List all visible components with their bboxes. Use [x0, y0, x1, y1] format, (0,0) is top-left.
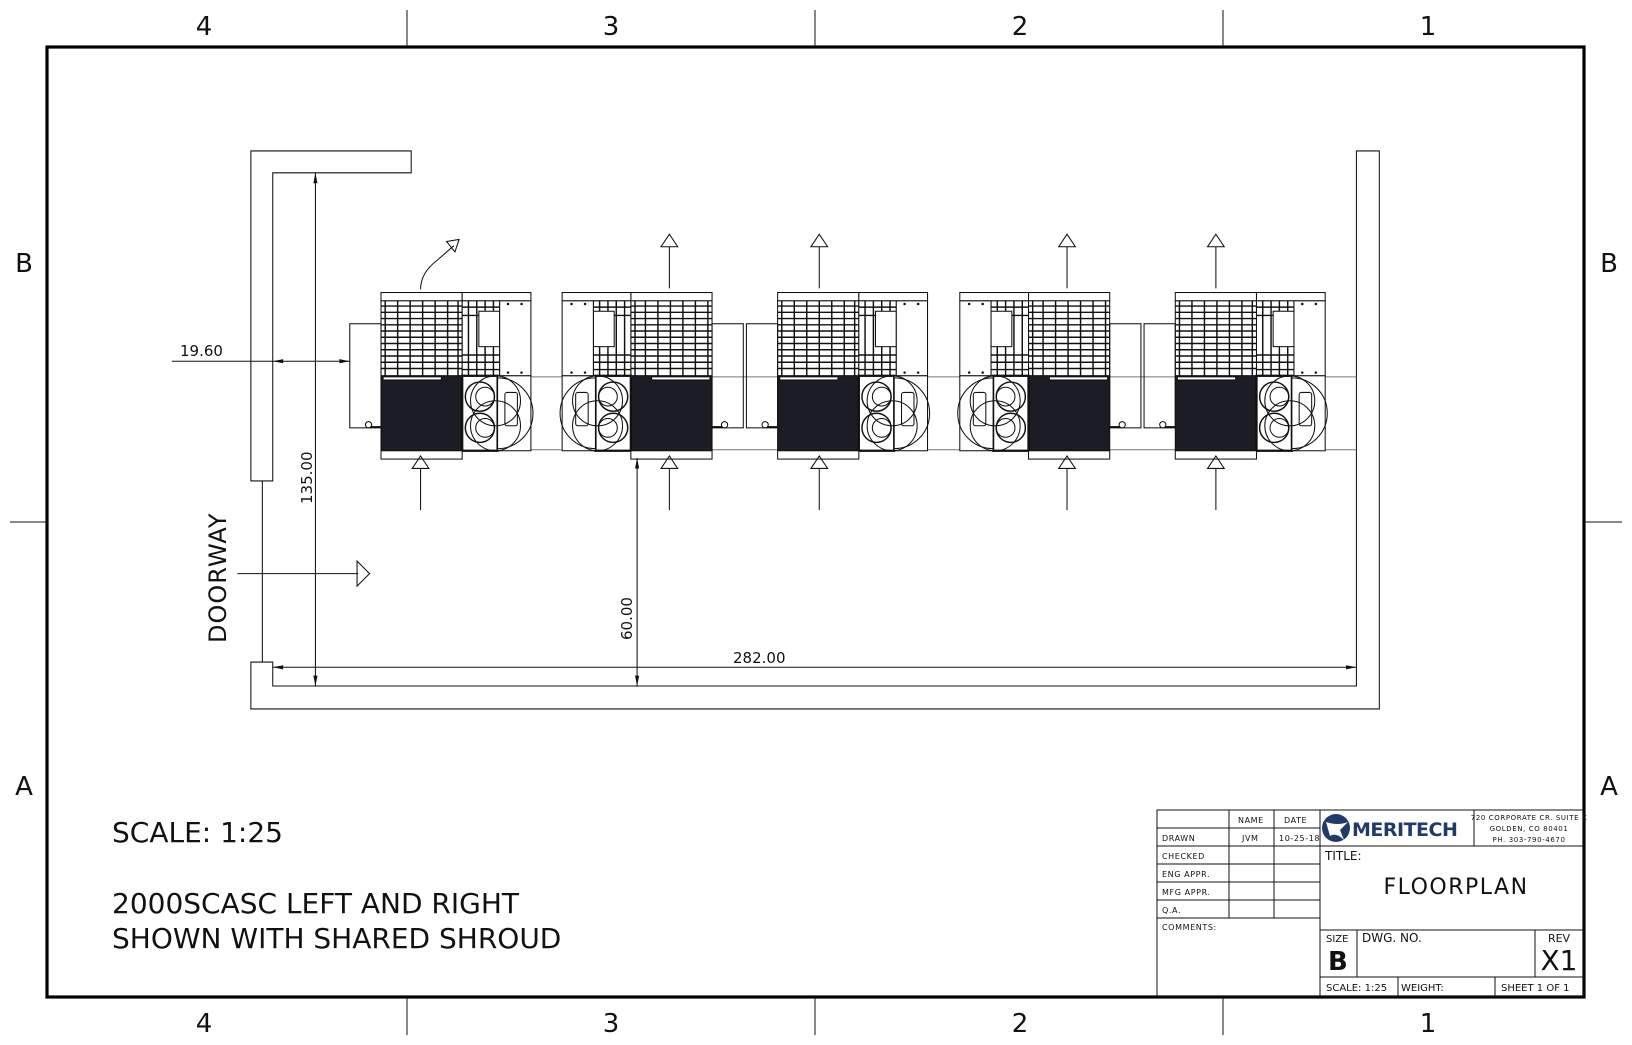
tb-row-date-drawn: 10-25-18	[1279, 834, 1320, 843]
dimension-room-width	[272, 665, 1357, 670]
company-name: MERITECH	[1352, 819, 1457, 841]
condenser-unit-1	[348, 291, 535, 461]
doorway-label: DOORWAY	[204, 512, 232, 643]
dimension-room-depth	[313, 172, 318, 687]
zone-label-bottom-3: 3	[603, 1009, 620, 1039]
meritech-logo-icon	[1322, 814, 1350, 842]
note-line-1: 2000SCASC LEFT AND RIGHT	[112, 887, 520, 920]
note-line-2: SHOWN WITH SHARED SHROUD	[112, 922, 561, 955]
tb-sheet: SHEET 1 OF 1	[1501, 983, 1570, 994]
zone-label-left-a: A	[15, 772, 33, 802]
zone-label-right-b: B	[1600, 249, 1618, 279]
title-block	[1156, 809, 1585, 998]
dim-text-left-clearance: 19.60	[180, 342, 223, 360]
zone-label-bottom-1: 1	[1420, 1009, 1437, 1039]
dimension-left-clearance	[171, 359, 350, 364]
dim-text-room-width: 282.00	[733, 649, 786, 667]
zone-label-left-b: B	[15, 249, 33, 279]
wall-bottom-right	[250, 150, 1380, 710]
condenser-unit-4	[956, 291, 1143, 461]
zone-label-bottom-2: 2	[1012, 1009, 1029, 1039]
size-value: B	[1328, 947, 1348, 977]
title-label: TITLE:	[1324, 849, 1362, 863]
zone-label-top-4: 4	[196, 12, 213, 42]
tb-row-label-drawn: DRAWN	[1162, 834, 1195, 843]
company-address-line3: PH. 303-790-4670	[1493, 836, 1566, 844]
tb-header-name: NAME	[1238, 816, 1264, 825]
zone-label-bottom-4: 4	[196, 1009, 213, 1039]
dwg-no-label: DWG. NO.	[1362, 931, 1422, 945]
airflow-arrows	[411, 233, 1225, 511]
tb-weight-label: WEIGHT:	[1401, 983, 1444, 994]
tb-row-label-eng-appr: ENG APPR.	[1162, 870, 1210, 879]
tb-row-label-mfg-appr: MFG APPR.	[1162, 888, 1211, 897]
zone-ticks	[10, 10, 1622, 1035]
tb-comments-label: COMMENTS:	[1162, 923, 1217, 932]
dim-text-front-clearance: 60.00	[618, 597, 636, 640]
tb-row-label-checked: CHECKED	[1162, 852, 1205, 861]
condenser-unit-3	[745, 291, 931, 461]
zone-label-top-2: 2	[1012, 12, 1029, 42]
zone-label-top-1: 1	[1420, 12, 1437, 42]
zone-label-top-3: 3	[603, 12, 620, 42]
zone-label-right-a: A	[1600, 772, 1618, 802]
wall-left	[250, 150, 412, 482]
company-address-line1: 720 CORPORATE CR. SUITE K	[1471, 814, 1587, 822]
size-label: SIZE	[1326, 934, 1348, 945]
dimension-front-clearance	[635, 458, 640, 687]
company-address-line2: GOLDEN, CO 80401	[1490, 825, 1569, 833]
tb-scale: SCALE: 1:25	[1326, 983, 1387, 994]
dim-text-room-depth: 135.00	[298, 452, 316, 505]
condenser-unit-5	[1142, 291, 1329, 461]
rev-label: REV	[1548, 932, 1571, 945]
tb-header-date: DATE	[1284, 816, 1307, 825]
rev-value: X1	[1541, 944, 1578, 977]
drawing-title: FLOORPLAN	[1383, 875, 1528, 900]
tb-row-name-drawn: JVM	[1241, 834, 1259, 843]
tb-row-label-qa: Q.A.	[1162, 906, 1181, 915]
note-scale: SCALE: 1:25	[112, 816, 283, 849]
doorway-arrow	[237, 559, 371, 588]
floorplan	[171, 150, 1380, 710]
condenser-unit-2	[558, 291, 745, 461]
